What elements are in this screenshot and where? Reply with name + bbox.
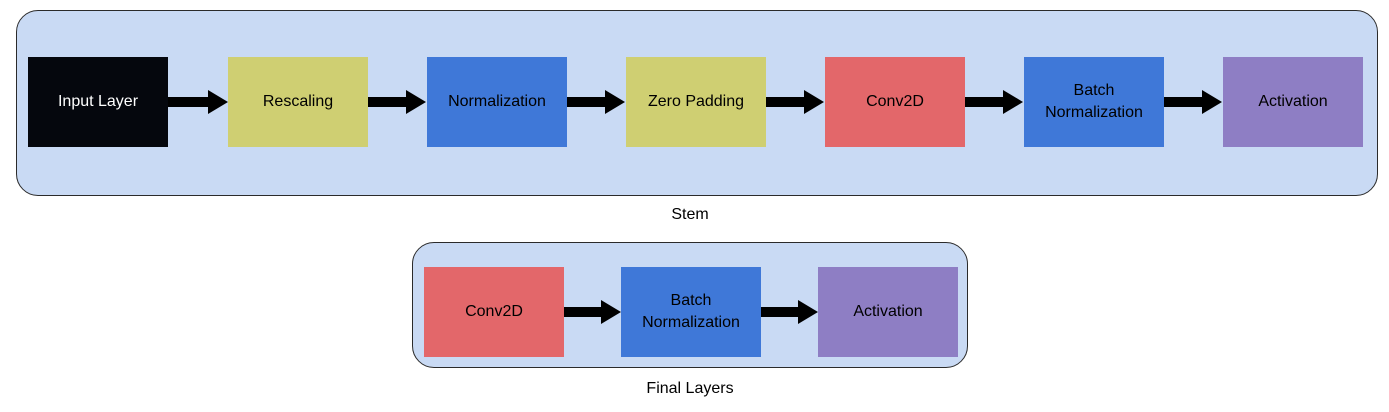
activation-node: Activation (1223, 57, 1363, 147)
rescaling-node: Rescaling (228, 57, 368, 147)
final-arrow-2 (761, 300, 818, 324)
final-arrow-1 (564, 300, 621, 324)
final-batch-normalization-node: Batch Normalization (621, 267, 761, 357)
arrow-2 (368, 90, 426, 114)
stem-label: Stem (671, 206, 709, 223)
arrow-6 (1164, 90, 1222, 114)
final-conv2d-node: Conv2D (424, 267, 564, 357)
final-layers-label: Final Layers (646, 380, 734, 397)
input-layer-node: Input Layer (28, 57, 168, 147)
arrow-3 (567, 90, 625, 114)
arrow-5 (965, 90, 1023, 114)
normalization-node: Normalization (427, 57, 567, 147)
final-activation-node: Activation (818, 267, 958, 357)
zero-padding-node: Zero Padding (626, 57, 766, 147)
conv2d-node: Conv2D (825, 57, 965, 147)
arrow-1 (168, 90, 228, 114)
batch-normalization-node: Batch Normalization (1024, 57, 1164, 147)
arrow-4 (766, 90, 824, 114)
